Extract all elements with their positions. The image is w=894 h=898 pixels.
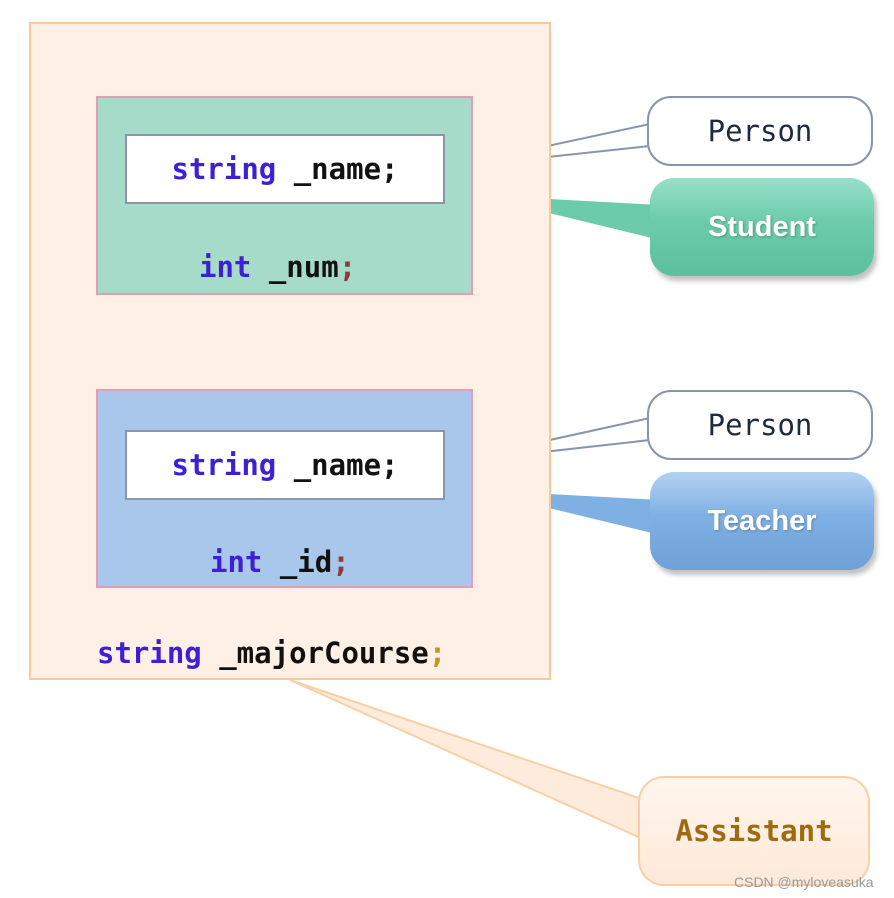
major-course-field: _majorCourse xyxy=(201,636,429,670)
int-keyword: int xyxy=(199,250,252,284)
semicolon: ; xyxy=(381,448,399,482)
student-person-name-box: string _name; xyxy=(125,134,445,204)
csdn-watermark: CSDN @myloveasuka xyxy=(734,874,874,890)
string-keyword: string xyxy=(171,448,277,482)
teacher-callout: Teacher xyxy=(650,472,874,570)
teacher-label: Teacher xyxy=(707,504,817,537)
semicolon: ; xyxy=(428,636,447,670)
name-field: _name xyxy=(276,448,382,482)
id-field: _id xyxy=(262,545,333,579)
student-callout: Student xyxy=(650,178,874,276)
teacher-name-decl: string _name; xyxy=(172,448,399,482)
name-field: _name xyxy=(276,152,382,186)
major-course-decl: string _majorCourse; xyxy=(97,636,446,670)
string-keyword: string xyxy=(97,636,202,670)
num-field: _num xyxy=(251,250,339,284)
assistant-callout-tail xyxy=(289,679,646,842)
person-callout-2: Person xyxy=(647,390,873,460)
assistant-label: Assistant xyxy=(675,814,833,848)
id-decl: int _id; xyxy=(210,545,350,579)
int-keyword: int xyxy=(210,545,263,579)
semicolon: ; xyxy=(338,250,357,284)
num-decl: int _num; xyxy=(199,250,356,284)
semicolon: ; xyxy=(381,152,399,186)
semicolon: ; xyxy=(332,545,350,579)
person-callout-1: Person xyxy=(647,96,873,166)
assistant-callout: Assistant xyxy=(638,776,870,886)
person-label: Person xyxy=(707,408,813,442)
student-label: Student xyxy=(708,210,816,243)
student-name-decl: string _name; xyxy=(172,152,399,186)
teacher-person-name-box: string _name; xyxy=(125,430,445,500)
string-keyword: string xyxy=(171,152,277,186)
person-label: Person xyxy=(707,114,813,148)
